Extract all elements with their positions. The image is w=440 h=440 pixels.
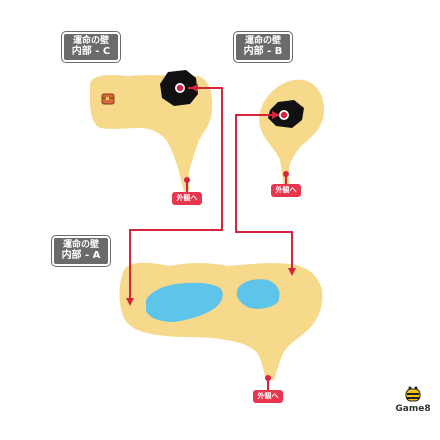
exit-b-badge[interactable]: 外観へ	[271, 184, 301, 197]
exit-a-badge[interactable]: 外観へ	[253, 390, 283, 403]
area-b-ground	[259, 79, 324, 188]
exit-c-badge[interactable]: 外観へ	[172, 192, 202, 205]
area-c-name: 運命の壁	[72, 36, 109, 46]
area-c-label: 運命の壁 内部 - C	[62, 32, 120, 62]
route-c-to-a-arrow-out	[126, 298, 134, 306]
area-a-code: 内部 - A	[61, 250, 101, 261]
area-b-code: 内部 - B	[243, 46, 283, 57]
bee-logo-icon	[405, 386, 421, 402]
area-a-water-left	[146, 282, 223, 322]
logo-text: Game8	[395, 404, 431, 414]
route-b-to-a-arrow-out	[288, 268, 296, 276]
route-b-to-a	[235, 114, 293, 270]
area-c-marker-dot[interactable]	[176, 84, 184, 92]
route-c-to-a	[129, 87, 223, 300]
area-a-name: 運命の壁	[62, 240, 99, 250]
exit-b-marker-dot	[283, 171, 289, 177]
area-b-name: 運命の壁	[244, 36, 281, 46]
area-a-water-right	[236, 279, 280, 309]
area-b-marker-dot[interactable]	[280, 111, 288, 119]
route-c-to-a-arrow-in	[190, 84, 198, 92]
game8-logo: Game8	[388, 386, 438, 416]
area-c-code: 内部 - C	[71, 46, 111, 57]
area-a-label: 運命の壁 内部 - A	[52, 236, 110, 266]
area-a-ground	[119, 262, 323, 380]
treasure-chest-icon[interactable]	[101, 93, 115, 105]
area-b-label: 運命の壁 内部 - B	[234, 32, 292, 62]
exit-c-marker-dot	[184, 177, 190, 183]
exit-a-marker-dot	[265, 375, 271, 381]
route-b-to-a-arrow-in	[272, 111, 280, 119]
